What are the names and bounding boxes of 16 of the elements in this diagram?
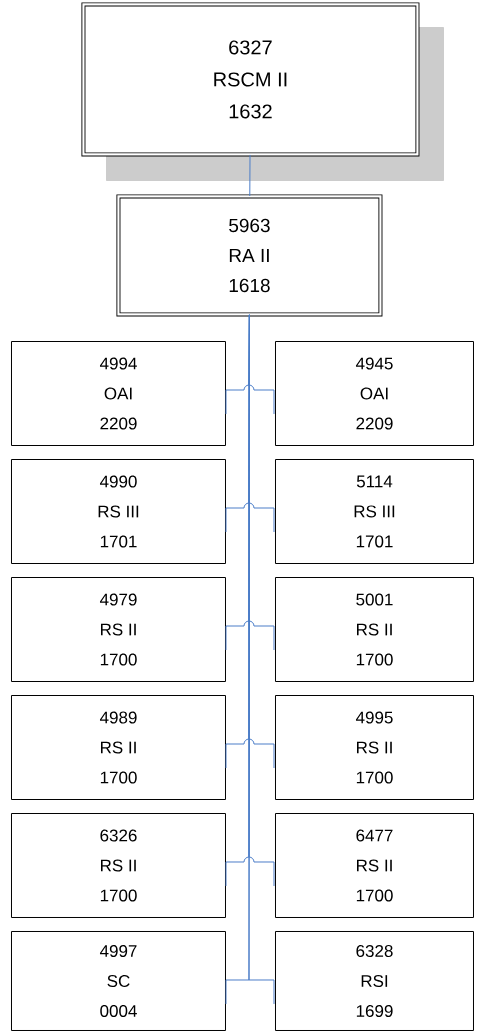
position-box: 5963 RA II 1618 — [116, 194, 383, 317]
connector-line — [248, 314, 275, 1005]
position-box: 6327 RSCM II 1632 — [81, 2, 444, 181]
connector-line — [249, 154, 251, 197]
position-box: 6477 RS II 1700 — [275, 813, 474, 918]
position-box: 4997 SC 0004 — [11, 931, 226, 1031]
position-box: 5114 RS III 1701 — [275, 459, 474, 564]
position-box: 6328 RSI 1699 — [275, 931, 474, 1031]
position-box: 5001 RS II 1700 — [275, 577, 474, 682]
position-box: 4995 RS II 1700 — [275, 695, 474, 800]
position-box: 4979 RS II 1700 — [11, 577, 226, 682]
position-box: 6326 RS II 1700 — [11, 813, 226, 918]
position-box: 4990 RS III 1701 — [11, 459, 226, 564]
position-box: 4989 RS II 1700 — [11, 695, 226, 800]
position-box: 4945 OAI 2209 — [275, 341, 474, 446]
position-box: 4994 OAI 2209 — [11, 341, 226, 446]
